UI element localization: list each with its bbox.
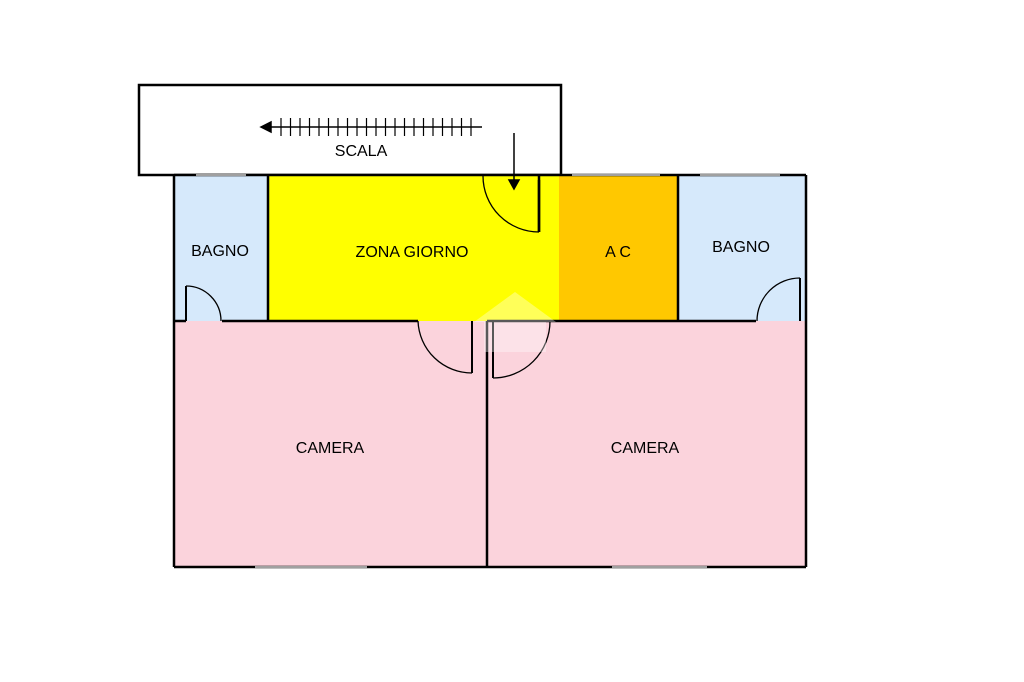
label-camera-left: CAMERA	[296, 440, 365, 457]
entrance-door-swing	[482, 175, 540, 233]
room-bagno-right	[678, 176, 805, 321]
label-bagno-left: BAGNO	[191, 243, 249, 260]
stair-arrow-icon	[259, 120, 482, 134]
room-camera-right	[487, 321, 805, 567]
house-watermark-icon	[474, 292, 556, 352]
room-camera-left	[175, 321, 486, 567]
label-ac: A C	[605, 244, 631, 261]
label-bagno-right: BAGNO	[712, 239, 770, 256]
stair-area	[137, 83, 563, 177]
doors	[185, 175, 801, 379]
room-ac	[559, 176, 678, 321]
room-bagno-left	[175, 176, 267, 321]
label-zona-giorno: ZONA GIORNO	[356, 244, 469, 261]
entrance-arrow-icon	[507, 133, 521, 191]
room-zona-giorno	[268, 176, 559, 321]
windows	[196, 174, 780, 568]
label-camera-right: CAMERA	[611, 440, 680, 457]
label-scala: SCALA	[335, 143, 388, 160]
